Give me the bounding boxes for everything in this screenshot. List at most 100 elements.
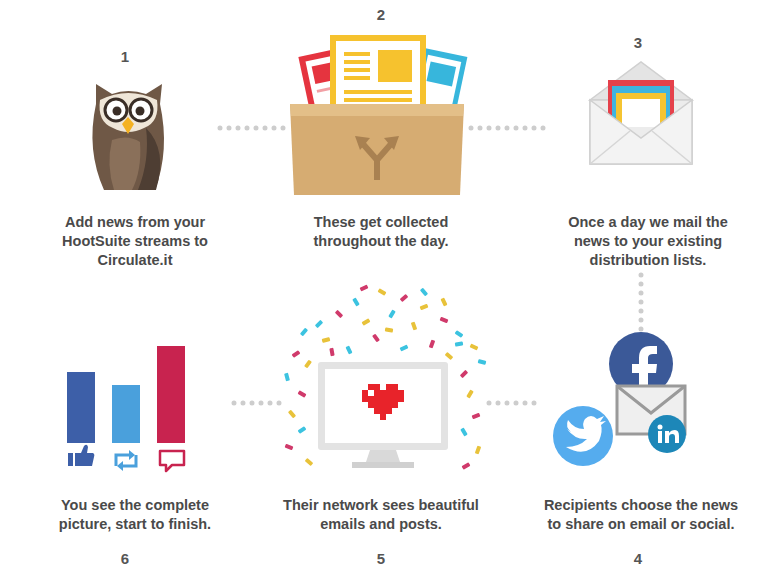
confetti-piece [288,410,296,419]
monitor-frame [318,362,448,450]
confetti-piece [300,328,308,337]
twitter-circle [553,406,613,466]
confetti-piece [388,310,395,319]
twitter-bird [566,416,606,452]
letter [612,86,670,126]
step-group: 6You see the complete picture, start to … [43,340,227,570]
heart-pixel [386,384,398,390]
confetti-piece [400,344,409,351]
box-rim [290,104,464,116]
confetti-piece [285,444,294,450]
email-fold [617,386,685,413]
confetti-piece [329,348,334,357]
step-caption: Add news from your HootSuite streams to … [53,213,218,270]
step-number: 2 [366,6,396,24]
owl-pupil [113,107,122,116]
dotted-connector [639,275,644,330]
monitor-icon [318,362,448,468]
confetti-piece [466,390,473,399]
step-group: 5 Their network sees beautiful emails and… [279,340,483,570]
dotted-connector [483,401,534,406]
step-number: 5 [366,550,396,568]
step-caption: Their network sees beautiful emails and … [282,496,480,534]
confetti-piece [478,359,487,365]
like-icon [68,453,73,466]
confetti-piece [360,284,369,291]
confetti-piece [445,352,454,360]
bar [67,372,95,443]
step-number: 4 [623,550,653,568]
heart-pixel [362,390,404,396]
confetti-piece [429,340,435,349]
pixel-heart [362,384,404,420]
confetti-piece [292,350,301,358]
confetti-piece [305,458,314,466]
paper-line [344,76,370,80]
owl-beak [122,117,134,134]
step-caption: These get collected throughout the day. [296,213,466,251]
confetti-piece [304,360,312,369]
bar [112,385,140,443]
linkedin-logo [658,425,663,430]
step-number: 1 [110,48,140,66]
monitor-base [352,462,414,468]
linkedin-circle [648,415,686,453]
owl-eye [130,99,152,121]
paper-line [344,98,412,102]
confetti-piece [315,320,323,328]
confetti-piece [345,346,352,355]
dotted-connector [220,126,291,131]
arrow-head [355,136,370,150]
split-arrow [363,144,391,180]
confetti-piece [335,310,343,318]
dotted-connector [471,126,550,131]
paper-line [344,60,370,64]
confetti-piece [470,343,479,350]
archive-box-icon [290,35,467,195]
monitor-neck [366,450,400,462]
step-number: 3 [623,34,653,52]
confetti-piece [298,426,307,434]
retweet-icon [129,450,135,460]
comment-icon [160,451,184,471]
step-caption: Recipients choose the news to share on e… [538,496,744,534]
owl-body [92,84,164,190]
letter-inner [622,99,660,127]
step-caption: You see the complete picture, start to f… [48,496,223,534]
confetti [284,284,486,469]
confetti-piece [284,373,290,382]
owl-wing [138,128,160,190]
social-icons [553,332,686,466]
heart-pixel [368,384,380,390]
paper-line [344,68,370,72]
confetti-piece [420,304,429,310]
confetti-piece [322,337,331,343]
paper-line [344,90,412,94]
confetti-piece [472,413,481,419]
owl-belly [109,137,140,190]
bar [157,346,185,443]
confetti-piece [400,294,409,302]
retweet-icon [117,461,123,471]
step-group: 2These get collected throughout the day. [291,5,471,255]
confetti-piece [455,341,464,346]
envelope-back [590,100,692,164]
confetti-piece [455,330,464,338]
confetti-piece [372,334,380,343]
confetti-piece [378,288,387,295]
confetti-piece [440,298,447,307]
heart-pixel [368,402,398,408]
step-caption: Once a day we mail the news to your exis… [556,213,741,270]
confetti-piece [440,317,449,323]
letter [616,93,666,127]
paper-block [378,50,412,82]
heart-pixel [380,414,386,420]
confetti-piece [298,390,307,397]
confetti-piece [385,327,394,332]
box-front [290,104,464,195]
arrow-head [384,136,399,150]
owl-eye [105,99,127,121]
confetti-piece [362,318,371,325]
